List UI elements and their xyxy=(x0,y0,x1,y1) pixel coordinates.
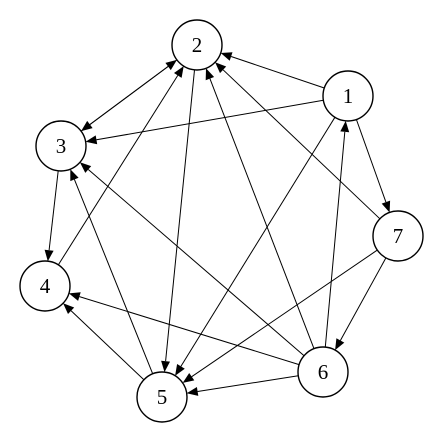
arrowhead xyxy=(186,387,199,396)
edge-1-to-5 xyxy=(175,117,336,376)
edge-line xyxy=(355,119,387,203)
arrowhead xyxy=(340,120,350,133)
arrowhead xyxy=(182,373,195,383)
edge-4-to-2 xyxy=(57,66,184,266)
edge-line xyxy=(96,99,324,141)
arrowhead xyxy=(215,62,227,74)
edge-7-to-2 xyxy=(215,62,381,220)
edge-6-to-1 xyxy=(324,120,350,348)
edge-layer xyxy=(44,52,391,396)
arrowhead xyxy=(381,200,391,213)
arrowhead xyxy=(70,169,79,182)
edge-1-to-7 xyxy=(355,119,391,213)
node-layer: 1 2 3 4 5 6 7 xyxy=(19,19,424,423)
arrowhead xyxy=(79,162,92,173)
edge-1-to-3 xyxy=(85,99,324,145)
edge-1-to-2 xyxy=(220,52,325,89)
node-6: 6 xyxy=(297,346,349,398)
edge-line xyxy=(222,69,381,220)
node-circle xyxy=(171,19,223,71)
edge-6-to-2 xyxy=(205,68,315,349)
node-3: 3 xyxy=(35,120,87,172)
edge-line xyxy=(80,66,169,132)
edge-line xyxy=(209,78,315,349)
edge-6-to-4 xyxy=(68,292,300,366)
edge-line xyxy=(70,310,145,381)
edge-5-to-3 xyxy=(70,169,154,374)
arrowhead xyxy=(63,303,75,314)
edge-line xyxy=(197,375,299,392)
arrowhead xyxy=(85,135,98,145)
arrowhead xyxy=(174,66,184,78)
edge-7-to-6 xyxy=(335,257,387,351)
edge-line xyxy=(87,169,305,357)
edge-line xyxy=(165,69,195,362)
arrowhead xyxy=(68,292,81,301)
edge-2-to-5 xyxy=(161,69,195,373)
node-4: 4 xyxy=(19,260,71,312)
arrowhead xyxy=(335,338,345,351)
edge-line xyxy=(79,296,300,366)
edge-7-to-5 xyxy=(182,249,378,383)
node-label: 2 xyxy=(192,33,203,57)
node-label: 7 xyxy=(393,224,404,248)
edge-line xyxy=(230,56,325,89)
node-circle xyxy=(136,371,188,423)
node-5: 5 xyxy=(136,371,188,423)
node-label: 5 xyxy=(157,385,168,409)
node-circle xyxy=(35,120,87,172)
node-2: 2 xyxy=(171,19,223,71)
edge-line xyxy=(324,131,346,348)
node-label: 3 xyxy=(56,134,67,158)
edge-line xyxy=(48,170,59,251)
edge-line xyxy=(57,75,179,266)
edge-5-to-4 xyxy=(63,303,145,381)
arrowhead xyxy=(161,360,170,373)
node-circle xyxy=(372,210,424,262)
node-label: 6 xyxy=(318,360,329,384)
node-circle xyxy=(297,346,349,398)
edge-6-to-3 xyxy=(79,162,305,357)
edge-3-to-4 xyxy=(44,170,59,262)
arrowhead xyxy=(175,364,185,376)
arrowhead xyxy=(165,59,177,71)
edge-line xyxy=(180,117,336,367)
node-7: 7 xyxy=(372,210,424,262)
node-label: 4 xyxy=(40,274,51,298)
arrowhead xyxy=(220,52,233,61)
node-label: 1 xyxy=(343,84,354,108)
edge-line xyxy=(73,179,154,374)
node-1: 1 xyxy=(322,70,374,122)
edge-line xyxy=(339,257,387,341)
edge-3-to-2 xyxy=(80,59,177,132)
edge-6-to-5 xyxy=(186,375,299,396)
arrowhead xyxy=(44,249,54,262)
edge-line xyxy=(191,249,378,378)
node-circle xyxy=(19,260,71,312)
arrowhead xyxy=(205,68,215,81)
node-circle xyxy=(322,70,374,122)
